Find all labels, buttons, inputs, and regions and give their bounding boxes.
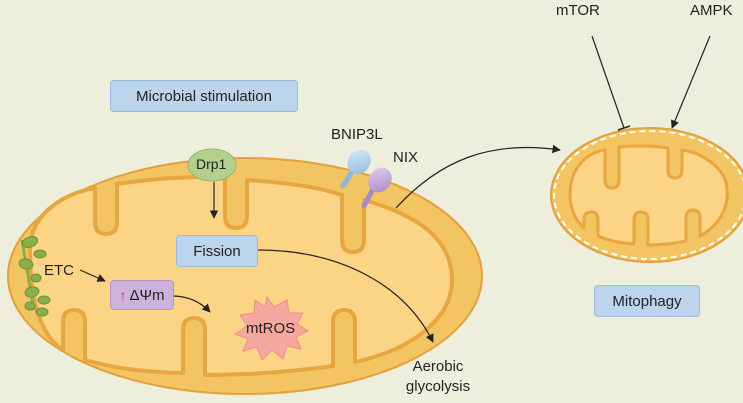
mtros-burst [233, 295, 310, 361]
arrow-etc-to-delta-psi [79, 269, 106, 282]
mitochondrion-inner-membrane-cristae [28, 174, 454, 377]
inhibition-mtor-to-mitophagy [591, 35, 631, 131]
etc-label: ETC [44, 262, 74, 279]
delta-psi-box: ↑ ΔΨm [110, 280, 174, 310]
nix-label: NIX [393, 149, 419, 166]
arrow-delta-psi-to-mtros [171, 295, 211, 313]
aerobic-glycolysis-label: Aerobic glycolysis [398, 357, 478, 397]
increase-arrow-icon: ↑ [119, 287, 127, 303]
microbial-stimulation-box: Microbial stimulation [110, 80, 298, 112]
bnip3l-receptor [340, 149, 371, 189]
aerobic-glycolysis-line2: glycolysis [405, 378, 471, 395]
drp1-shape [187, 148, 237, 182]
bnip3l-label: BNIP3L [331, 126, 383, 143]
small-mitochondrion [550, 127, 743, 263]
ampk-label: AMPK [690, 2, 733, 19]
aerobic-glycolysis-line1: Aerobic [412, 358, 464, 375]
arrow-mitochondrion-to-mitophagy [395, 144, 561, 209]
etc-complex [18, 236, 51, 317]
delta-psi-label: ΔΨm [129, 286, 165, 304]
drp1-label: Drp1 [196, 156, 227, 172]
fission-box: Fission [176, 235, 258, 267]
arrow-ampk-to-mitophagy [671, 35, 711, 129]
nix-receptor [361, 167, 392, 209]
large-mitochondrion [7, 157, 483, 395]
mitophagy-box: Mitophagy [594, 285, 700, 317]
mtros-label: mtROS [246, 320, 296, 337]
arrow-fission-to-glycolysis [257, 249, 434, 343]
mtor-label: mTOR [556, 2, 600, 19]
